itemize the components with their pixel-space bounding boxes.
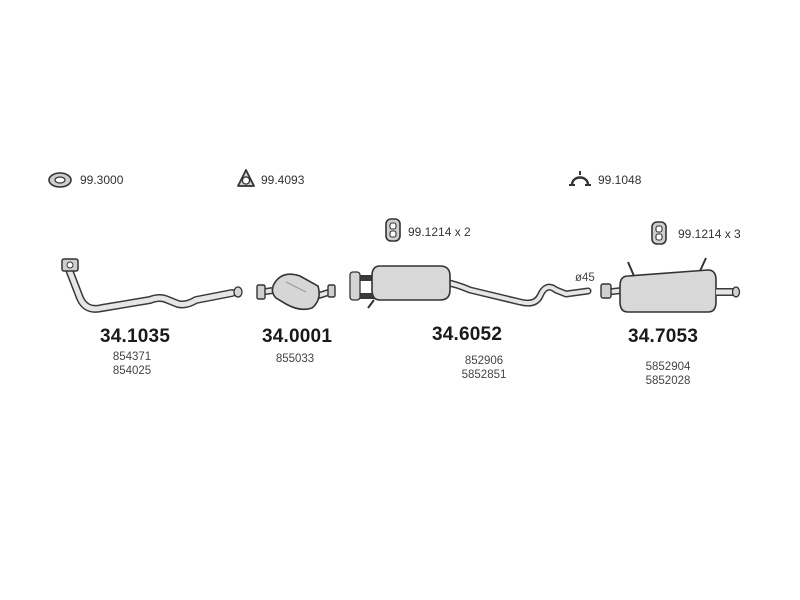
part-number: 34.0001 xyxy=(262,326,333,347)
rubber-hanger-icon xyxy=(651,221,667,245)
oem-number: 854371 xyxy=(112,351,152,363)
part-number: 34.7053 xyxy=(628,326,699,347)
accessory-code: 99.1214 x 3 xyxy=(678,227,741,241)
accessory-code: 99.1214 x 2 xyxy=(408,225,471,239)
oem-number: 5852904 xyxy=(645,361,691,373)
oem-numbers: 852906 5852851 xyxy=(452,354,516,382)
oem-numbers: 854371 854025 xyxy=(104,350,160,378)
oem-number: 5852028 xyxy=(645,375,691,387)
accessory-code: 99.1048 xyxy=(598,173,642,187)
triangular-flange-gasket-icon xyxy=(237,169,255,187)
part-number: 34.6052 xyxy=(432,324,503,345)
oem-numbers: 855033 xyxy=(270,352,320,366)
oem-number: 5852851 xyxy=(461,369,507,381)
oem-number: 855033 xyxy=(275,353,315,365)
oem-numbers: 5852904 5852028 xyxy=(640,360,696,388)
accessory-code: 99.3000 xyxy=(80,173,124,187)
gasket-ring-icon xyxy=(48,172,72,188)
rubber-hanger-icon xyxy=(385,218,401,242)
accessory-code: 99.4093 xyxy=(261,173,305,187)
oem-number: 852906 xyxy=(464,355,504,367)
oem-number: 854025 xyxy=(112,365,152,377)
pipe-diameter-label: ø45 xyxy=(575,272,595,284)
part-number: 34.1035 xyxy=(100,326,171,347)
clamp-icon xyxy=(569,171,591,186)
